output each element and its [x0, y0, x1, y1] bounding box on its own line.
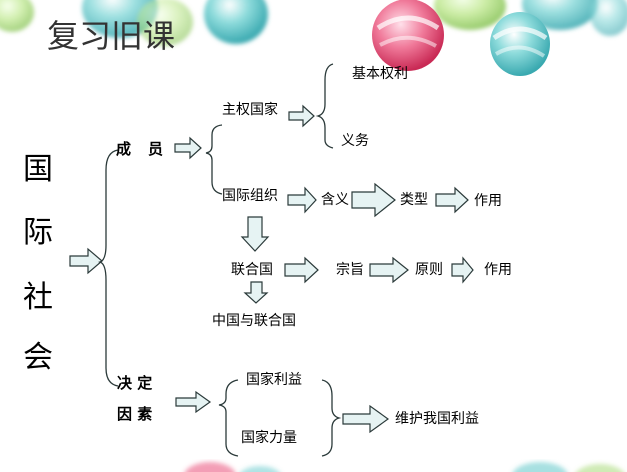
- brace-society: [97, 149, 119, 387]
- org-role-node: 作用: [474, 193, 502, 209]
- page-title: 复习旧课: [47, 17, 176, 55]
- members-label-char-2: 员: [148, 140, 164, 158]
- obligations-node: 义务: [341, 133, 369, 149]
- factors-label-line-1: 决 定: [117, 374, 153, 392]
- brace-sovereign: [315, 63, 334, 149]
- arrow-un-3: [451, 256, 474, 284]
- arrow-down-org: [240, 216, 270, 252]
- arrow-un-2: [369, 256, 409, 284]
- org-types-node: 类型: [400, 192, 428, 208]
- factors-label-line-2: 因 素: [117, 405, 153, 423]
- national-interest-node: 国家利益: [246, 372, 302, 388]
- un-role-node: 作用: [484, 262, 512, 278]
- arrow-un-1: [284, 256, 319, 284]
- arrow-org-2: [351, 182, 396, 218]
- candy-decoration-bottom: [185, 462, 624, 472]
- un-principles-node: 原则: [415, 262, 443, 278]
- arrow-factors: [175, 390, 212, 414]
- sovereign-state-node: 主权国家: [222, 102, 278, 118]
- protect-national-interest-node: 维护我国利益: [395, 411, 479, 427]
- basic-rights-node: 基本权利: [352, 66, 408, 82]
- side-label-char-4: 会: [23, 340, 53, 375]
- brace-factors-left: [218, 379, 239, 457]
- arrow-org-1: [287, 186, 317, 214]
- candy-decoration-top: [0, 0, 627, 76]
- org-meaning-node: 含义: [321, 192, 349, 208]
- arrow-sovereign: [288, 104, 315, 128]
- arrow-members: [174, 136, 202, 160]
- brace-factors-right: [321, 379, 342, 457]
- un-node: 联合国: [231, 262, 273, 278]
- china-and-un-node: 中国与联合国: [212, 313, 296, 329]
- brace-members: [205, 124, 223, 195]
- arrow-result: [342, 404, 390, 434]
- side-label-char-3: 社: [23, 280, 53, 315]
- members-label-char-1: 成: [116, 140, 132, 158]
- arrow-org-3: [435, 186, 469, 214]
- side-label-char-2: 际: [23, 215, 53, 250]
- national-power-node: 国家力量: [241, 430, 297, 446]
- intl-org-node: 国际组织: [222, 188, 278, 204]
- arrow-society: [69, 247, 103, 275]
- arrow-down-un: [243, 281, 269, 304]
- un-purpose-node: 宗旨: [336, 262, 364, 278]
- side-label-char-1: 国: [23, 152, 53, 187]
